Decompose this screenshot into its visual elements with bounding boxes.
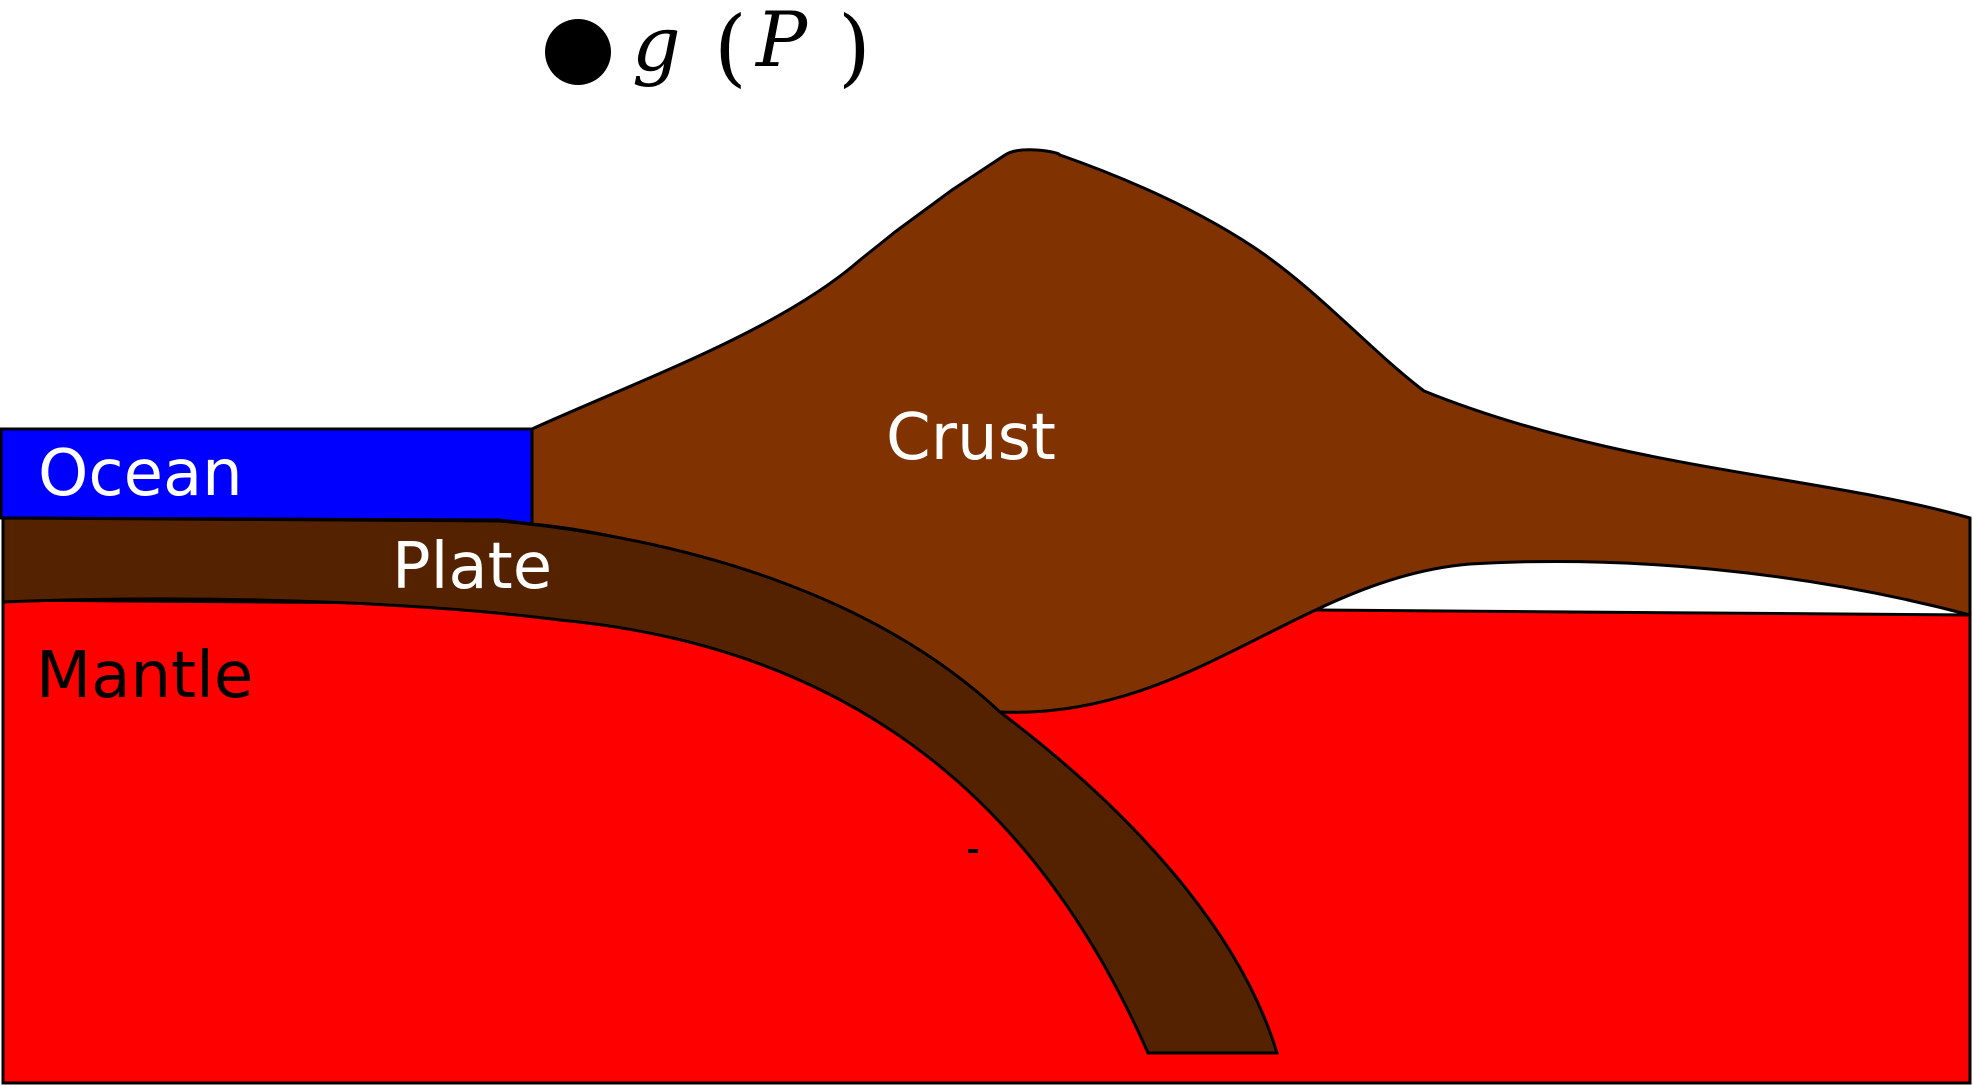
crust-label: Crust (886, 401, 1056, 475)
plate-label: Plate (392, 530, 552, 604)
filled-circle-icon (545, 19, 611, 85)
plate-region (1, 516, 1280, 1055)
legend-function-symbol: g (632, 0, 681, 88)
mantle-label: Mantle (36, 639, 253, 713)
ocean-label: Ocean (38, 437, 243, 511)
legend-argument: P (754, 0, 809, 84)
legend-close-paren: ) (838, 0, 871, 96)
crust-region (530, 148, 1972, 714)
mantle-tick-mark (968, 849, 978, 853)
legend-open-paren: ( (714, 0, 747, 96)
